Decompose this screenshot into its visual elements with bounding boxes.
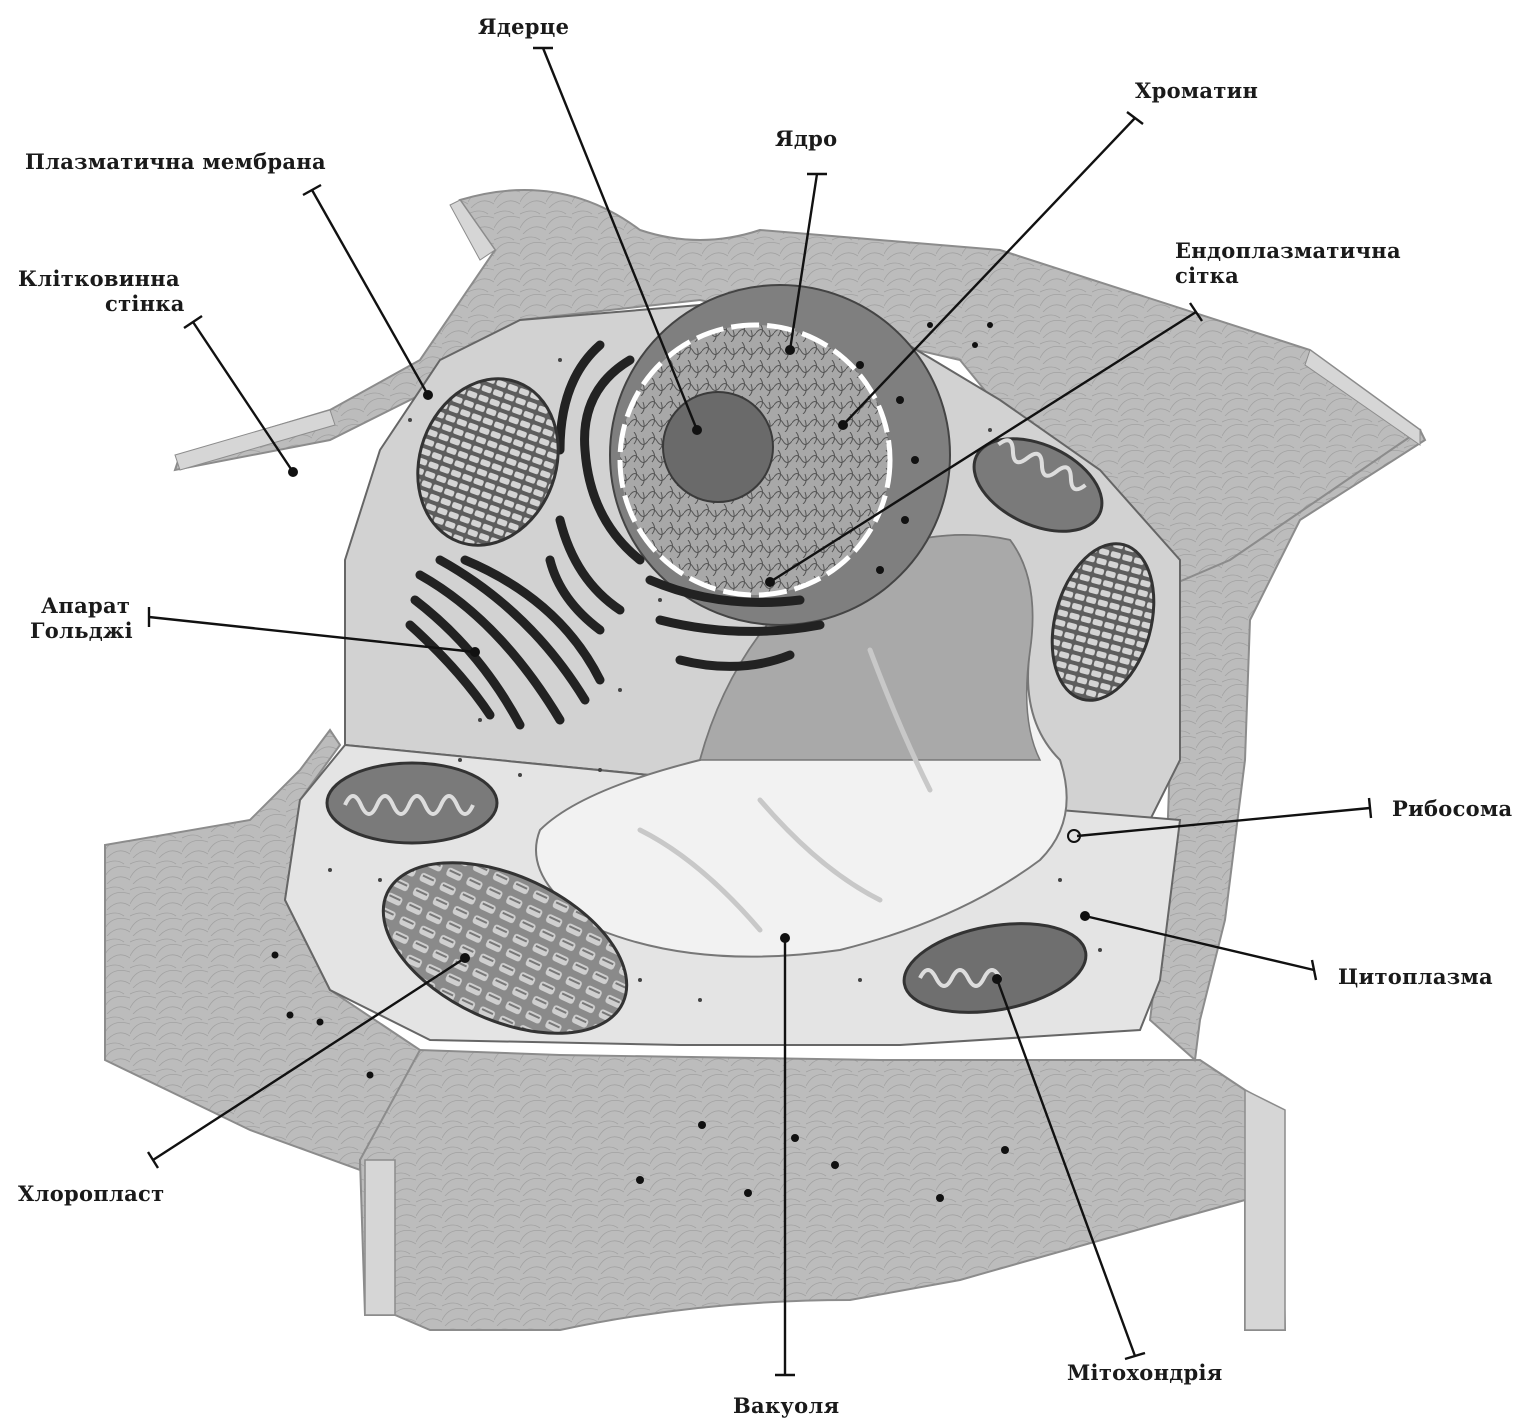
label-vacuole: Вакуоля (733, 1393, 839, 1418)
label-chloroplast: Хлоропласт (18, 1181, 164, 1206)
label-cell-wall-line1: Клітковинна (18, 266, 180, 291)
label-mitochondrion: Мітохондрія (1067, 1360, 1223, 1385)
label-chromatin: Хроматин (1135, 78, 1258, 103)
label-ribosome: Рибосома (1392, 796, 1512, 821)
mitochondrion-left (327, 763, 497, 843)
label-er-line1: Ендоплазматична (1175, 238, 1401, 263)
label-nucleolus: Ядерце (478, 14, 569, 39)
label-golgi-line2: Гольджі (30, 618, 133, 643)
label-nucleus: Ядро (775, 126, 837, 151)
label-cytoplasm: Цитоплазма (1338, 964, 1493, 989)
label-plasma-membrane: Плазматична мембрана (25, 149, 326, 174)
label-golgi-line1: Апарат (41, 593, 130, 618)
label-cell-wall-line2: стінка (105, 291, 185, 316)
nucleus (610, 285, 950, 625)
label-er-line2: сітка (1175, 263, 1239, 288)
